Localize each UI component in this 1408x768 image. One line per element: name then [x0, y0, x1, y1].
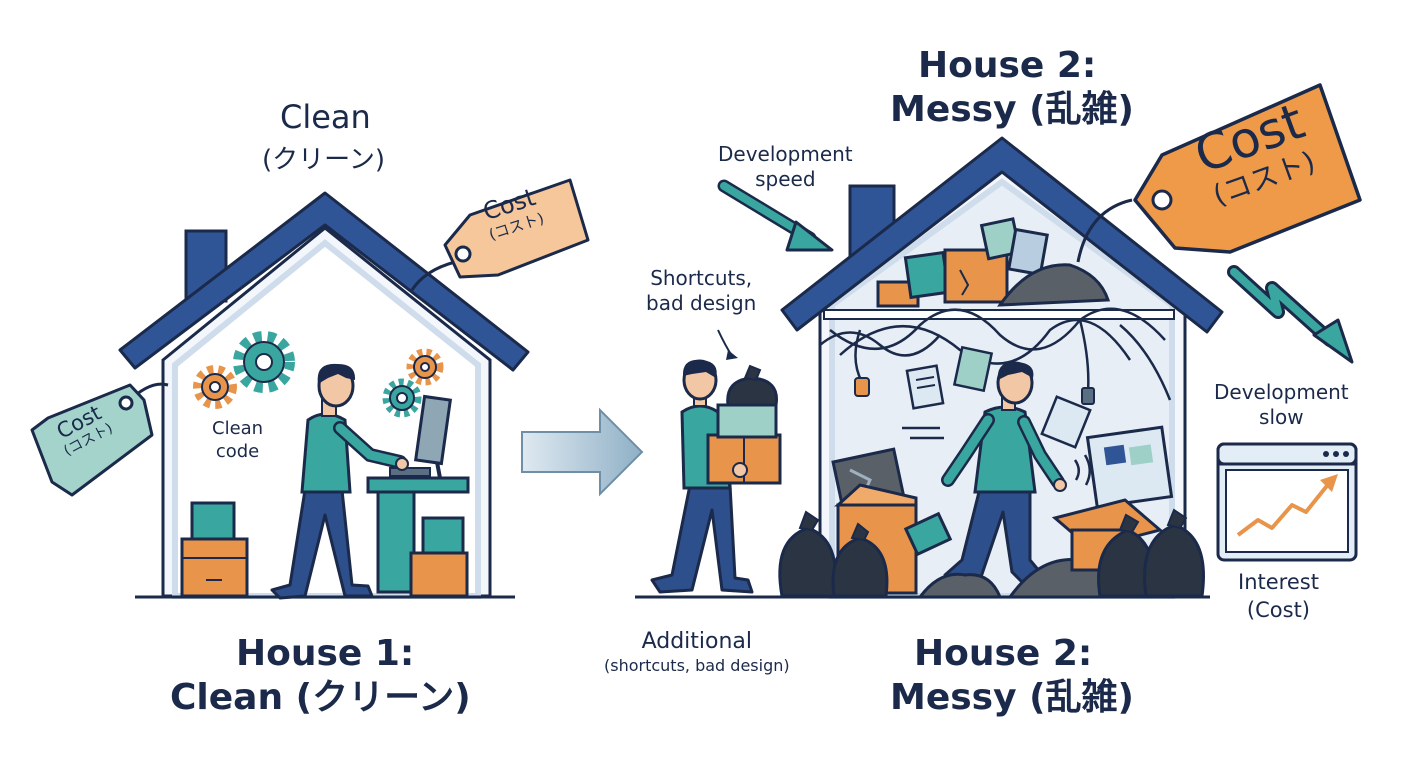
house-2-roof: [780, 136, 1224, 334]
broken-window-screen: [1085, 425, 1174, 509]
shortcuts-label: Shortcuts, bad design: [646, 266, 757, 315]
cost-tag-left: [30, 382, 169, 497]
additional-label: Additional (shortcuts, bad design): [604, 629, 790, 675]
house-1-top-subtitle: (クリーン): [262, 145, 385, 175]
box-stack-left: [180, 501, 249, 598]
trash-bag-icon: [831, 522, 889, 598]
house-1-top-title: Clean: [280, 98, 371, 136]
gear-icon: [193, 365, 237, 409]
interest-trend-line: [1236, 480, 1332, 537]
cost-tag-roof: [410, 178, 590, 291]
house-1: [30, 178, 590, 600]
trash-bag-icon: [726, 376, 778, 407]
cost-tag-big: [1076, 83, 1362, 263]
person-carrying-boxes: [650, 359, 782, 594]
arrow-development-slow: [1227, 265, 1354, 364]
monitor-icon: [413, 394, 453, 466]
plug-icon: [854, 377, 870, 397]
house-1-roof: [118, 191, 530, 372]
development-slow-label: Development slow: [1214, 380, 1349, 429]
attic-clutter: [876, 217, 1111, 308]
person-typing: [270, 363, 409, 600]
box-stack-right: [409, 516, 469, 598]
house-2-bottom-subtitle: Messy (乱雑): [890, 677, 1135, 718]
development-speed-label: Development speed: [718, 142, 853, 191]
flying-papers: [905, 345, 1092, 449]
gear-icon: [406, 348, 444, 386]
trash-bag-icon: [1143, 508, 1205, 598]
gear-icon: [233, 331, 295, 393]
house-2-top-title: House 2:: [918, 45, 1097, 86]
person-running: [941, 361, 1067, 592]
tangled-wires: [819, 307, 1172, 401]
computer-desk: [366, 394, 470, 594]
trash-bag-icon: [778, 510, 838, 598]
house-1-bottom-subtitle: Clean (クリーン): [170, 677, 471, 718]
house-1-bottom-title: House 1:: [236, 633, 415, 674]
plug-icon: [1081, 387, 1095, 405]
transition-arrow: [521, 407, 644, 497]
house-2-bottom-title: House 2:: [914, 633, 1093, 674]
interest-label: Interest (Cost): [1238, 570, 1319, 622]
floor-clutter: [831, 447, 1164, 599]
trash-bag-icon: [1097, 513, 1156, 598]
gear-icon: [382, 378, 422, 418]
clean-code-label: Clean code: [212, 418, 264, 462]
arrow-development-speed: [717, 179, 834, 252]
interest-chart-window: [1216, 442, 1358, 562]
house-2-top-subtitle: Messy (乱雑): [890, 89, 1135, 130]
house-2: [635, 83, 1362, 599]
